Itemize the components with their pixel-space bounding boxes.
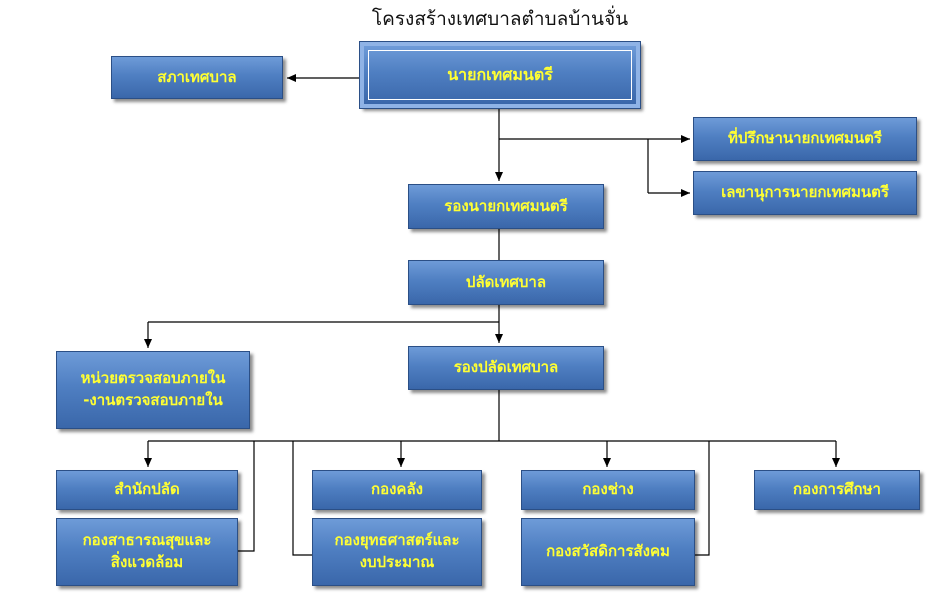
box-deputy-clerk-label: รองปลัดเทศบาล [453,358,559,377]
box-council-label: สภาเทศบาล [157,67,237,86]
box-social-welfare-label: กองสวัสดิการสังคม [546,542,670,561]
box-finance-label: กองคลัง [371,480,423,499]
box-secretary: เลขานุการนายกเทศมนตรี [693,171,917,215]
box-public-health: กองสาธารณสุขและ สิ่งแวดล้อม [56,518,238,586]
line-to-public-health [238,441,255,552]
box-mayor-label: นายกเทศมนตรี [447,65,553,85]
box-mayor: นายกเทศมนตรี [359,41,641,109]
box-strategy-line1: กองยุทธศาสตร์และ [334,531,460,550]
box-internal-audit-line2: -งานตรวจสอบภายใน [83,391,223,409]
line-to-social-welfare [695,441,710,556]
box-engineering: กองช่าง [521,470,695,510]
box-strategy-budget: กองยุทธศาสตร์และ งบประมาณ [312,518,482,586]
box-engineering-label: กองช่าง [582,480,634,499]
box-internal-audit: หน่วยตรวจสอบภายใน -งานตรวจสอบภายใน [56,351,250,429]
box-deputy-mayor: รองนายกเทศมนตรี [408,184,604,229]
box-strategy-line2: งบประมาณ [359,553,435,571]
box-council: สภาเทศบาล [111,56,283,99]
box-education: กองการศึกษา [754,470,920,510]
box-clerk-office: สำนักปลัด [56,470,238,510]
box-public-health-line1: กองสาธารณสุขและ [82,531,212,550]
box-public-health-line2: สิ่งแวดล้อม [110,553,184,571]
box-clerk: ปลัดเทศบาล [408,260,604,305]
box-social-welfare: กองสวัสดิการสังคม [521,518,695,586]
box-advisor-label: ที่ปรึกษานายกเทศมนตรี [728,129,882,148]
box-education-label: กองการศึกษา [793,480,881,499]
box-deputy-mayor-label: รองนายกเทศมนตรี [444,196,568,215]
box-advisor: ที่ปรึกษานายกเทศมนตรี [693,117,917,161]
box-deputy-clerk: รองปลัดเทศบาล [408,346,604,390]
line-to-strategy [292,441,312,556]
box-internal-audit-line1: หน่วยตรวจสอบภายใน [80,369,226,388]
box-clerk-office-label: สำนักปลัด [114,480,180,499]
box-finance: กองคลัง [312,470,482,510]
chart-title: โครงสร้างเทศบาลตำบลบ้านจั่น [371,8,629,30]
box-clerk-label: ปลัดเทศบาล [465,272,547,291]
box-secretary-label: เลขานุการนายกเทศมนตรี [721,183,889,202]
